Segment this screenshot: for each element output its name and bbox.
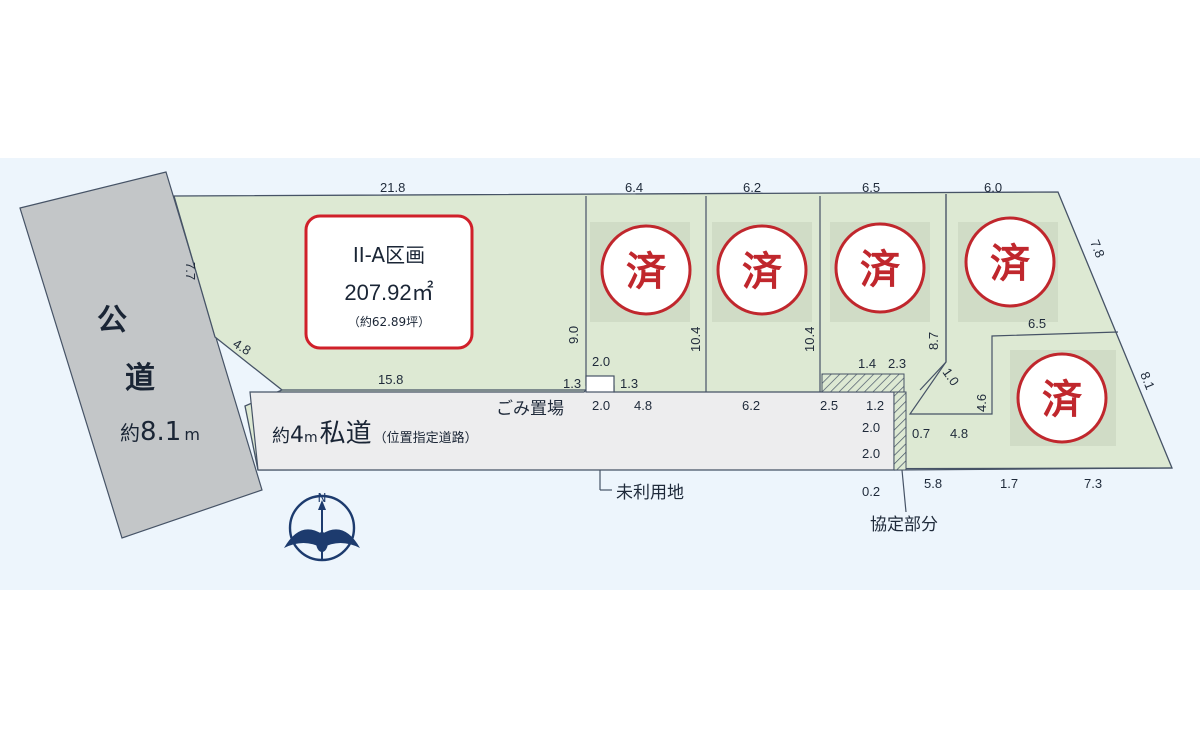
garbage-area [585, 375, 615, 393]
dim-hatch-top-a: 1.4 [858, 356, 876, 371]
dim-lot-f-c: 4.8 [950, 426, 968, 441]
lot-boundaries [282, 194, 1173, 491]
dim-bottom-right-a: 5.8 [924, 476, 942, 491]
dim-garbage-top: 2.0 [592, 354, 610, 369]
highlight-lot-title: II-A区画 [353, 243, 425, 267]
public-road [19, 171, 263, 539]
sold-label-1: 済 [626, 249, 667, 295]
dim-lot-b-right: 10.4 [688, 327, 703, 352]
dim-lot-f-left: 4.6 [974, 394, 989, 412]
dim-right-bottom: 8.1 [1137, 370, 1158, 392]
dim-garbage-bottom: 2.0 [592, 398, 610, 413]
dim-road-end-b: 1.2 [866, 398, 884, 413]
north-label: N [318, 491, 327, 505]
dim-bottom-a: 15.8 [378, 372, 403, 387]
sold-label-3: 済 [860, 247, 901, 293]
sold-marker-1 [600, 224, 692, 316]
dim-lot-e-left: 8.7 [926, 332, 941, 350]
dim-lot-b-bottom: 4.8 [634, 398, 652, 413]
dim-lot-a-right: 9.0 [566, 326, 581, 344]
dim-bottom-right-c: 7.3 [1084, 476, 1102, 491]
dim-garbage-left: 1.3 [563, 376, 581, 391]
dim-road-end-e: 0.2 [862, 484, 880, 499]
dimension-labels: 21.8 6.4 6.2 6.5 6.0 7.7 4.8 15.8 9.0 10… [183, 180, 1158, 499]
agreement-hatch-top [821, 373, 905, 393]
sold-marker-2 [716, 224, 808, 316]
dim-right-top: 7.8 [1087, 238, 1108, 260]
dim-top-c: 6.2 [743, 180, 761, 195]
dim-bottom-right-b: 1.7 [1000, 476, 1018, 491]
sold-label-5: 済 [1042, 377, 1083, 423]
dim-top-b: 6.4 [625, 180, 643, 195]
sold-marker-5 [1016, 352, 1108, 444]
unused-land-label: 未利用地 [616, 483, 684, 503]
sold-markers: 済 済 済 済 済 [590, 216, 1116, 446]
dim-road-end-d: 2.0 [862, 446, 880, 461]
sold-marker-3 [834, 222, 926, 314]
private-road-label: 約4m私道（位置指定道路） [272, 419, 478, 449]
agreement-hatch-side [893, 391, 907, 471]
public-road-char-2: 道 [125, 361, 155, 396]
highlight-lot-tsubo: （約62.89坪） [348, 314, 430, 329]
dim-road-end-c: 2.0 [862, 420, 880, 435]
dim-top-d: 6.5 [862, 180, 880, 195]
public-road-char-1: 公 [97, 303, 127, 338]
dim-top-e: 6.0 [984, 180, 1002, 195]
dim-lot-c-right: 10.4 [802, 327, 817, 352]
dim-lot-f-b: 0.7 [912, 426, 930, 441]
dim-top-a: 21.8 [380, 180, 405, 195]
sold-marker-4 [964, 216, 1056, 308]
highlight-lot-box [304, 214, 474, 350]
agreement-part-label: 協定部分 [870, 515, 938, 535]
dim-garbage-right: 1.3 [620, 376, 638, 391]
dim-lot-e-mid: 6.5 [1028, 316, 1046, 331]
compass-icon [284, 494, 360, 562]
dim-lot-c-bottom: 6.2 [742, 398, 760, 413]
dim-left-side: 7.7 [183, 262, 198, 280]
dim-road-end-a: 2.5 [820, 398, 838, 413]
highlight-lot-area: 207.92㎡ [344, 280, 433, 305]
sold-label-2: 済 [742, 249, 783, 295]
dim-hatch-top-b: 2.3 [888, 356, 906, 371]
sold-label-4: 済 [990, 241, 1031, 287]
garbage-label: ごみ置場 [496, 399, 564, 419]
